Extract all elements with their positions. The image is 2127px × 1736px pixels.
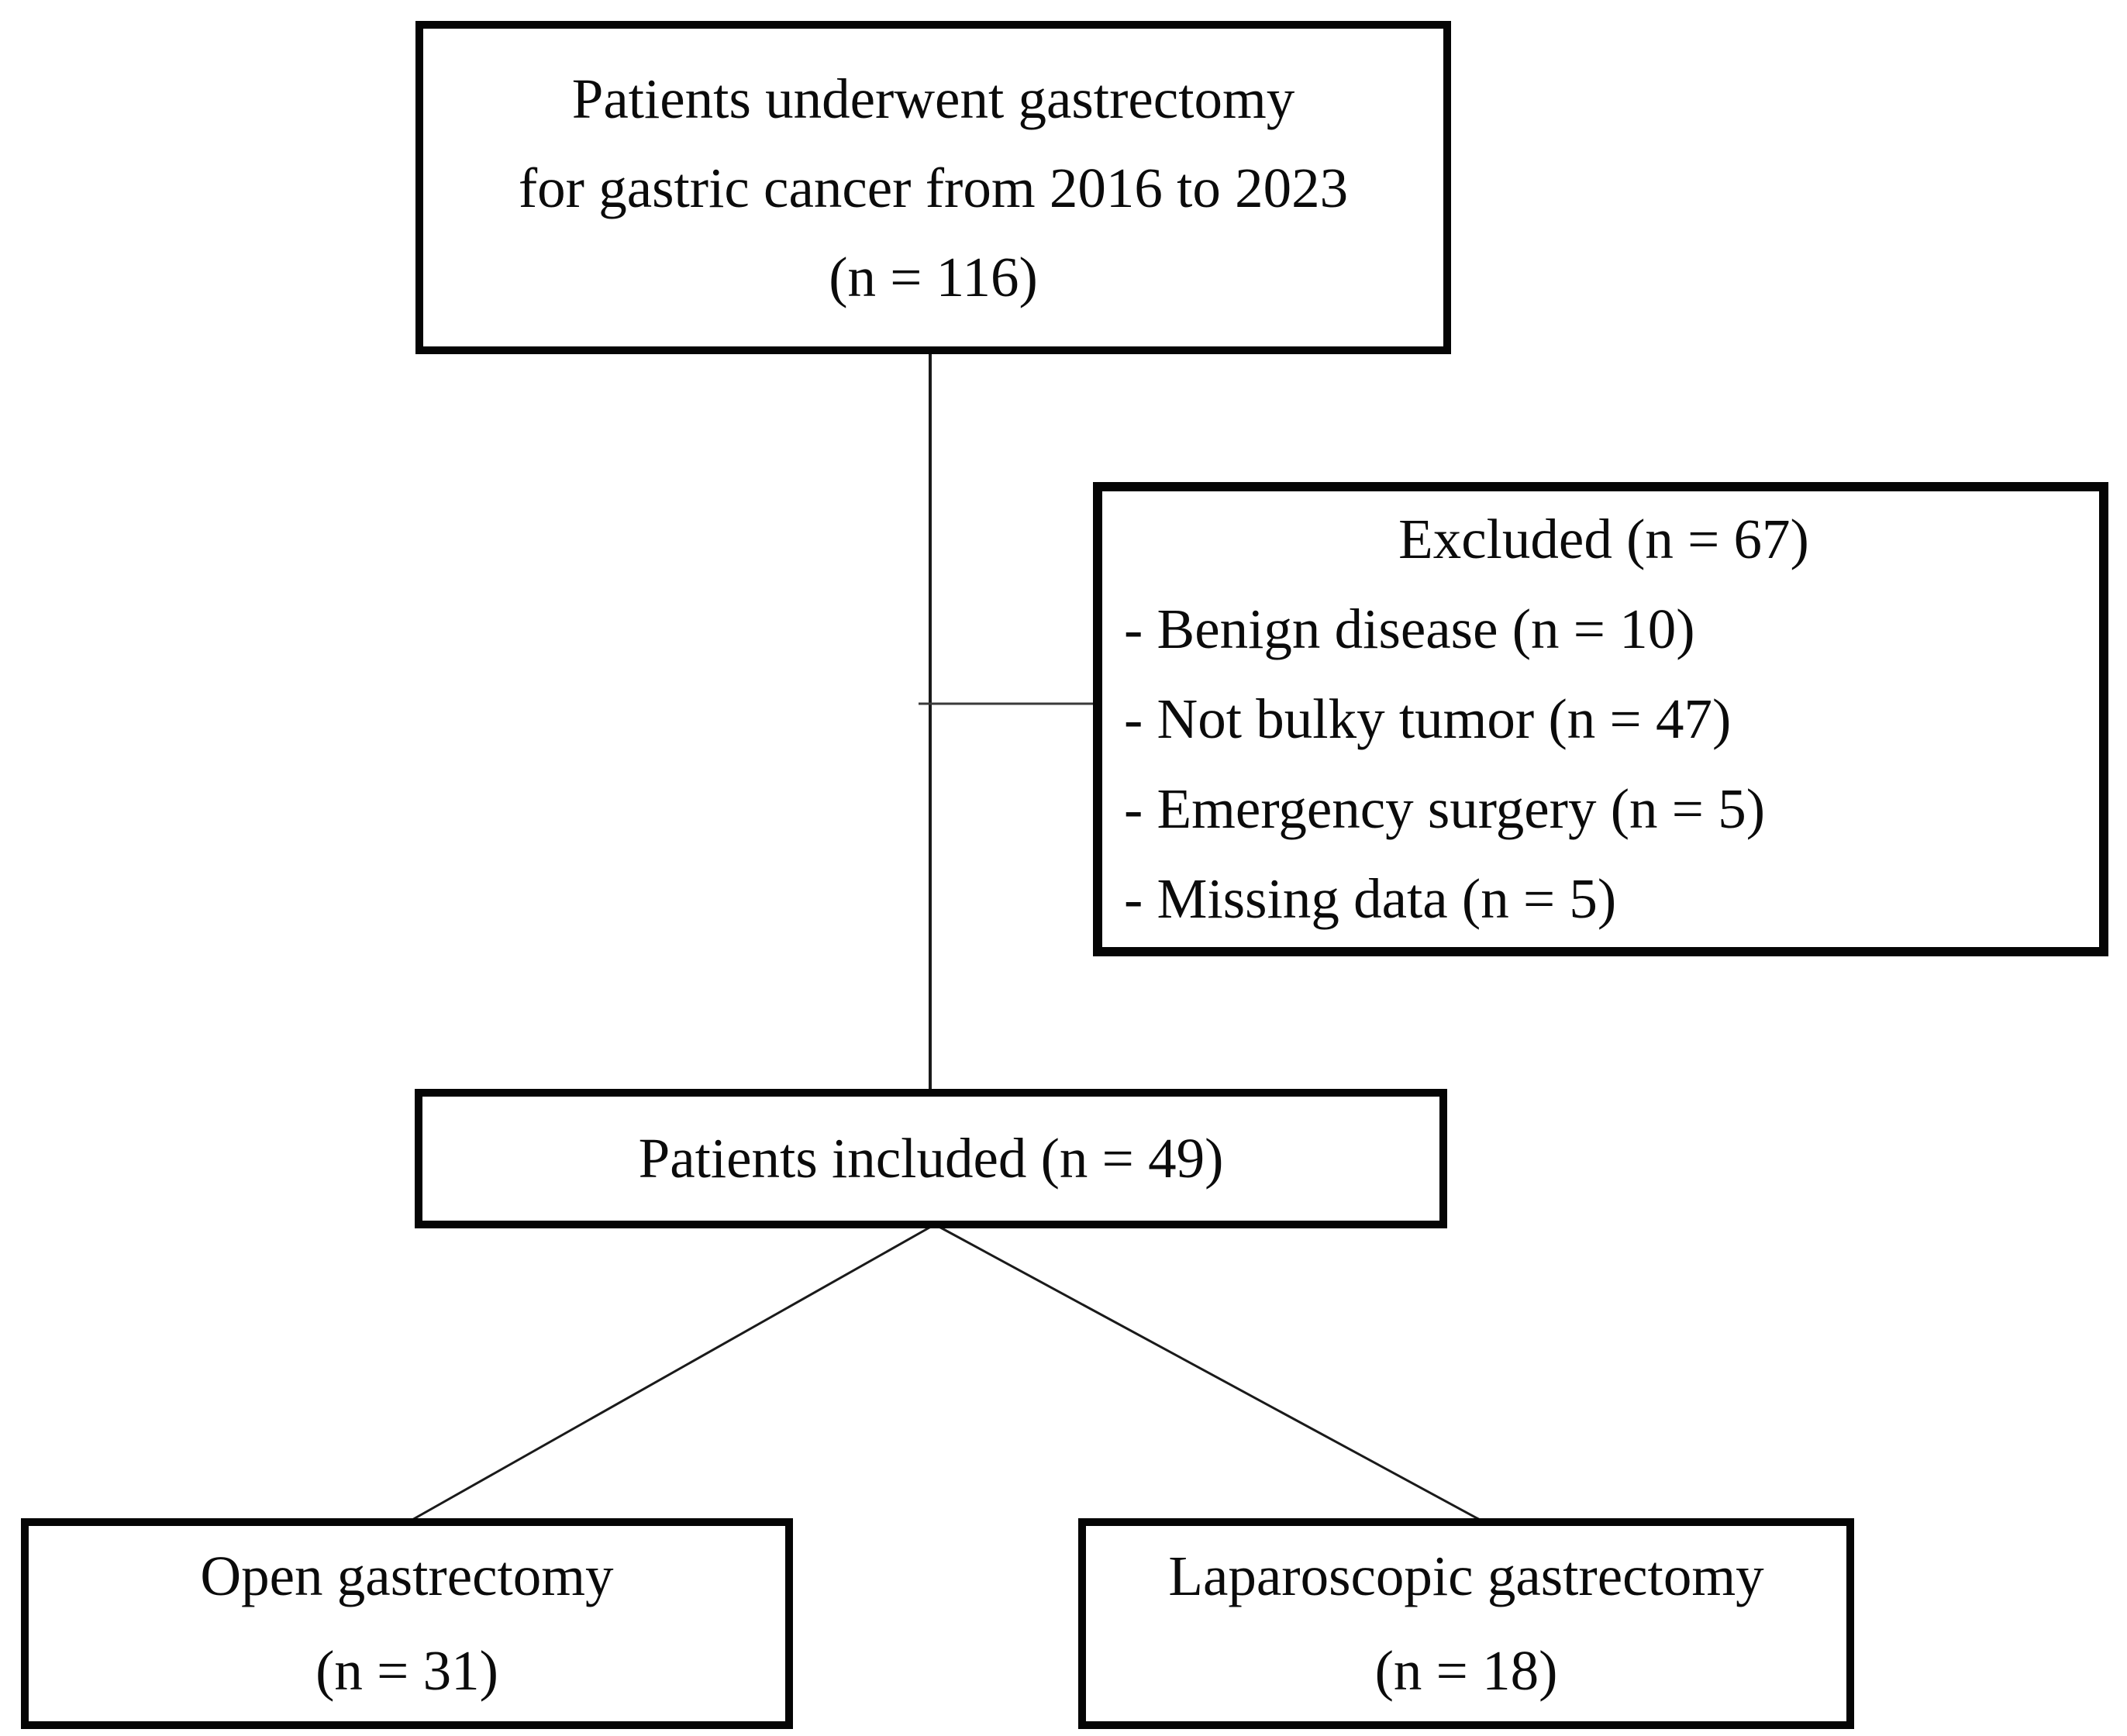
open-gastrectomy-count: (n = 31) (315, 1639, 498, 1702)
top-box-line2: for gastric cancer from 2016 to 2023 (518, 156, 1349, 219)
box-open-gastrectomy: Open gastrectomy (n = 31) (21, 1518, 793, 1729)
excluded-item-emergency-surgery: - Emergency surgery (n = 5) (1124, 777, 1766, 840)
box-patients-included: Patients included (n = 49) (415, 1089, 1447, 1228)
top-box-count: (n = 116) (829, 245, 1038, 308)
laparoscopic-gastrectomy-count: (n = 18) (1374, 1639, 1558, 1702)
box-patients-underwent-gastrectomy: Patients underwent gastrectomy for gastr… (415, 21, 1451, 354)
excluded-title: Excluded (n = 67) (1398, 508, 1809, 570)
included-label: Patients included (n = 49) (638, 1127, 1224, 1190)
excluded-item-missing-data: - Missing data (n = 5) (1124, 867, 1617, 930)
open-gastrectomy-label: Open gastrectomy (200, 1545, 614, 1607)
excluded-item-not-bulky-tumor: - Not bulky tumor (n = 47) (1124, 687, 1732, 750)
box-laparoscopic-gastrectomy: Laparoscopic gastrectomy (n = 18) (1078, 1518, 1854, 1729)
laparoscopic-gastrectomy-label: Laparoscopic gastrectomy (1168, 1545, 1764, 1607)
excluded-item-benign-disease: - Benign disease (n = 10) (1124, 598, 1695, 660)
connector-included-to-laparoscopic (934, 1223, 1482, 1522)
top-box-line1: Patients underwent gastrectomy (571, 67, 1295, 130)
connector-included-to-open (410, 1223, 936, 1522)
box-excluded: Excluded (n = 67) - Benign disease (n = … (1093, 482, 2108, 956)
